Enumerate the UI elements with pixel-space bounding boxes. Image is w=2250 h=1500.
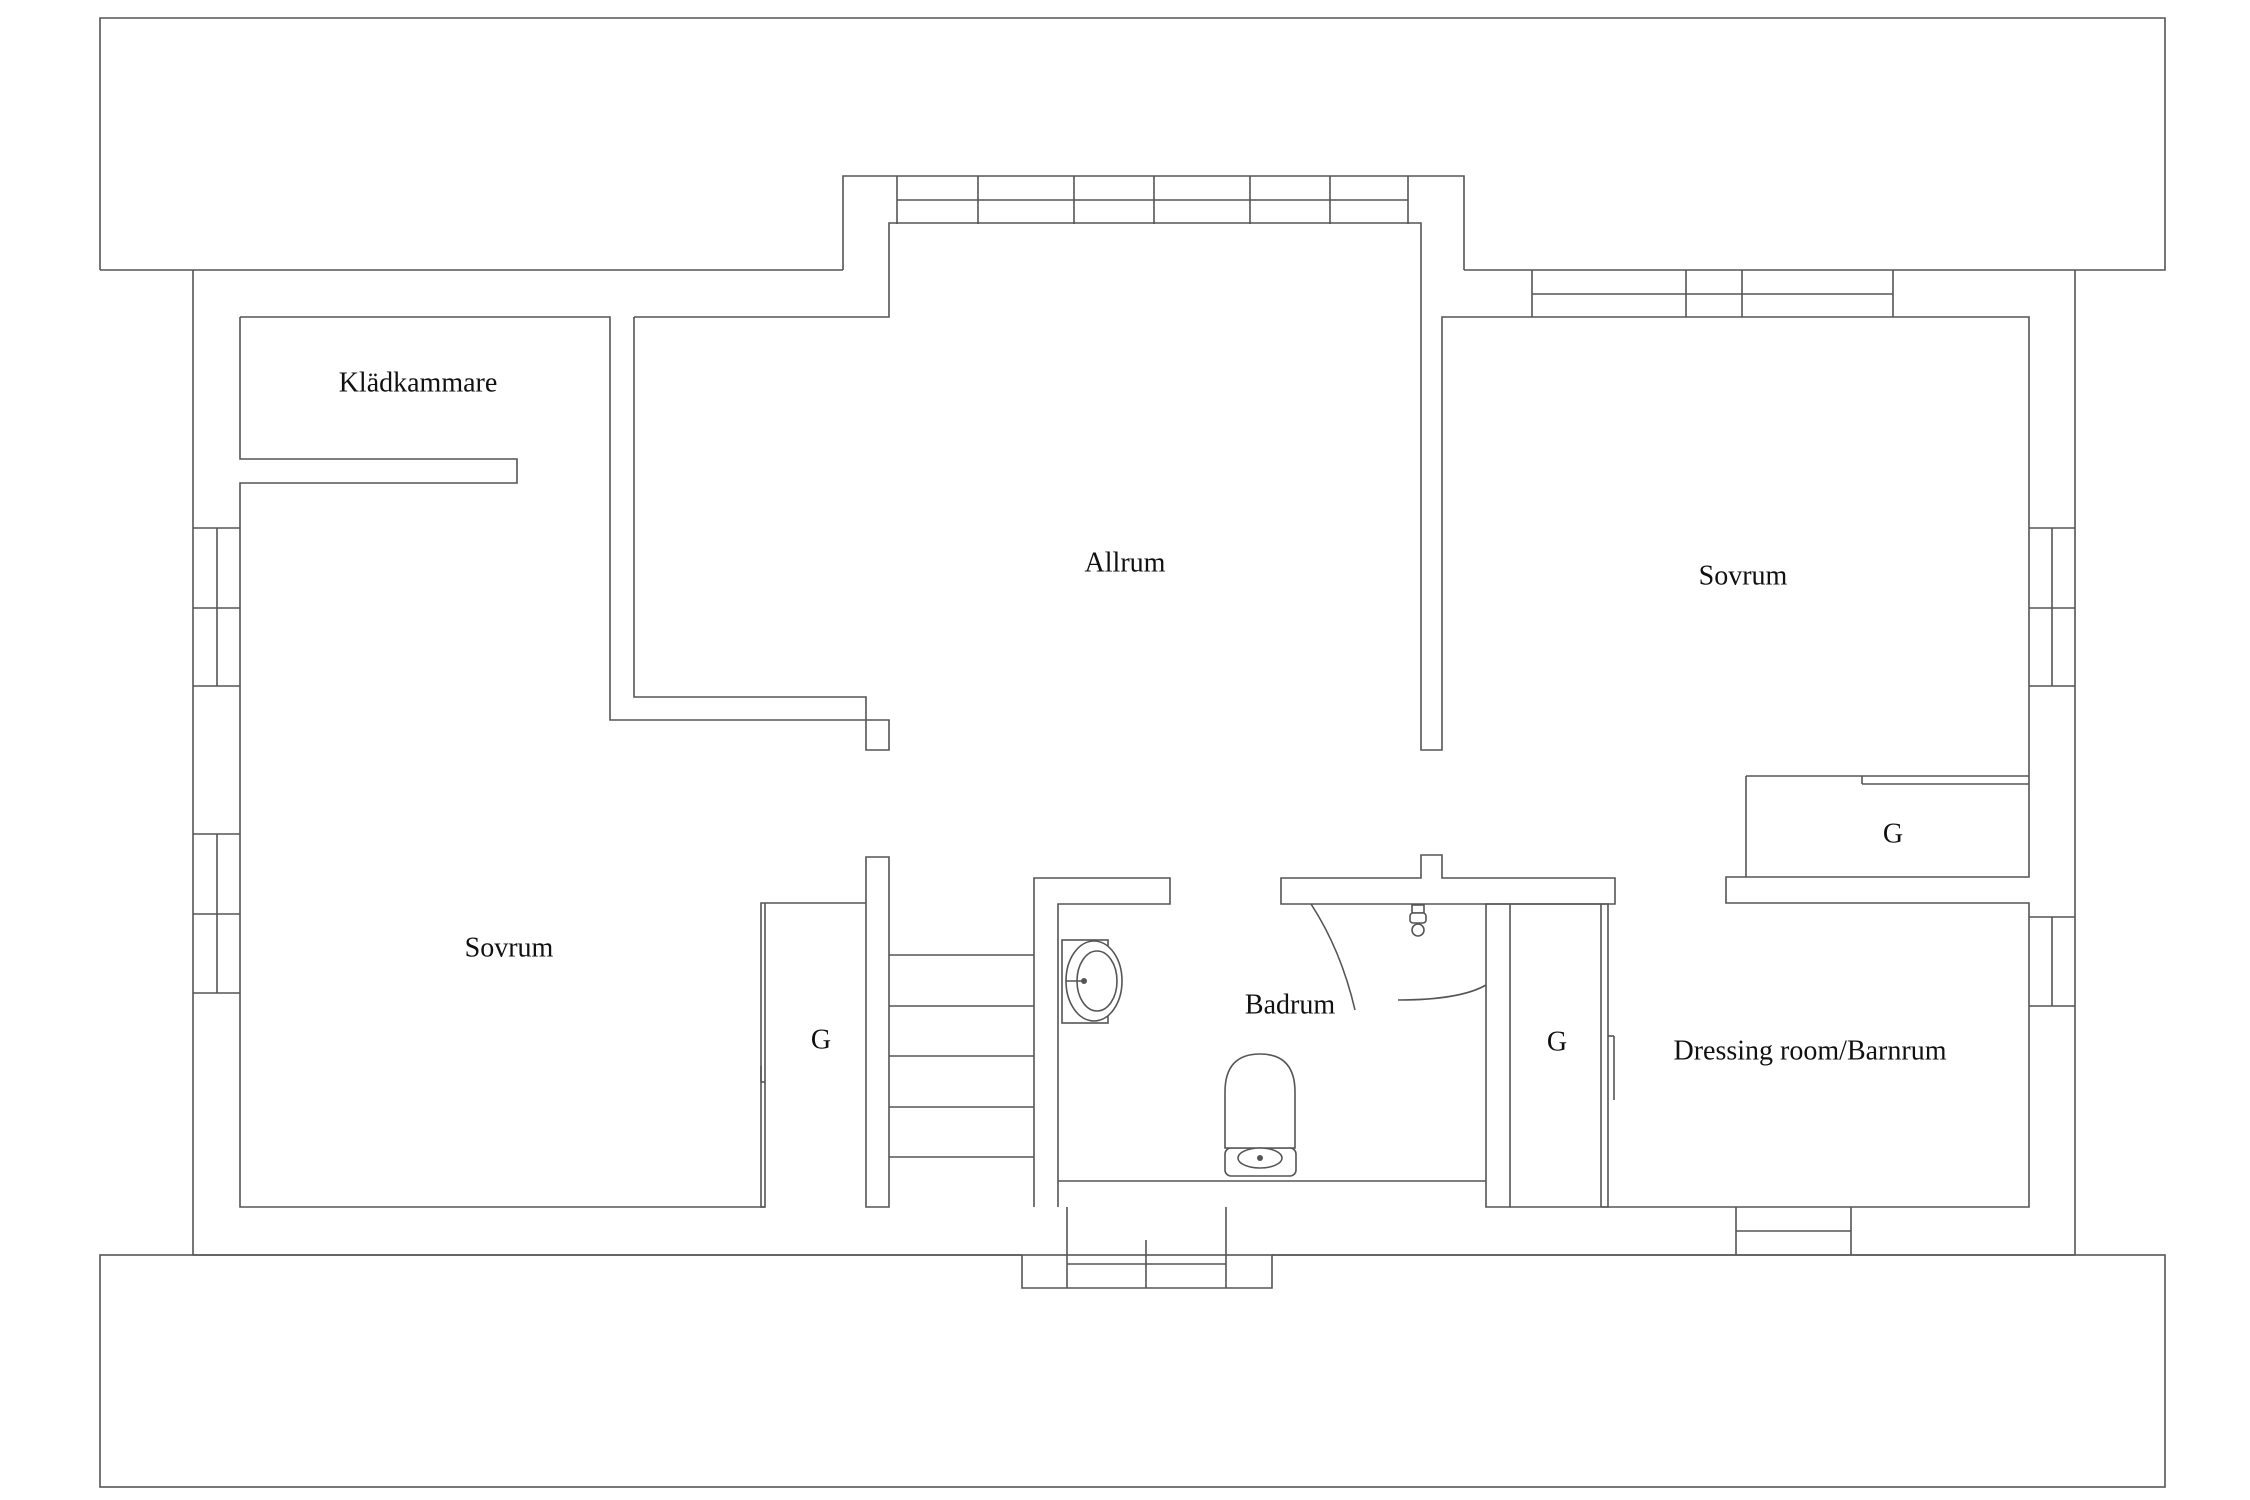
wall-allrum [634,222,2030,1208]
wall-bath-top [1280,854,1616,905]
window-left-upper [193,527,240,687]
room-label-kladkammare: Klädkammare [339,367,498,398]
room-label-dressing-room: Dressing room/Barnrum [1674,1035,1947,1066]
closet-label-mid: G [1547,1026,1567,1057]
roof-planes [99,17,2166,1488]
closet-label-right: G [1883,818,1903,849]
dormer-bottom [1021,1255,1273,1289]
wall-dressing [1510,903,1609,1208]
wall-closet-right [1745,775,2029,877]
sink-icon [1061,939,1123,1024]
wall-bath-right [1485,903,1511,1208]
toilet-icon [1224,1053,1297,1177]
staircase [889,954,1034,1158]
closet-label-left: G [811,1024,831,1055]
windows [193,176,2075,1288]
room-label-badrum: Badrum [1245,989,1335,1020]
room-label-sovrum-left: Sovrum [465,932,554,963]
roof-top [99,17,2166,271]
room-label-sovrum-right: Sovrum [1699,560,1788,591]
window-bottom-right [1735,1207,1852,1255]
window-top-right [1531,270,1894,317]
window-right-lower [2029,916,2075,1007]
window-left-lower [193,833,240,994]
wall-sovrum-left [240,316,890,751]
interior-walls [239,222,2030,1208]
dormer-window-top [896,176,1409,224]
wall-stair-right [1033,877,1171,1207]
roof-bottom [99,1254,2166,1488]
room-labels: Klädkammare Allrum Sovrum Sovrum Badrum … [339,367,1947,1066]
wall-closet-left [760,902,866,1208]
shower-icon [1310,903,1487,1011]
outer-walls [192,175,2076,1289]
bathroom-fixtures [1061,903,1487,1177]
dormer-window-bottom [1066,1207,1227,1288]
wall-stair [865,856,890,1208]
room-label-allrum: Allrum [1085,547,1166,578]
window-right-upper [2029,527,2075,687]
